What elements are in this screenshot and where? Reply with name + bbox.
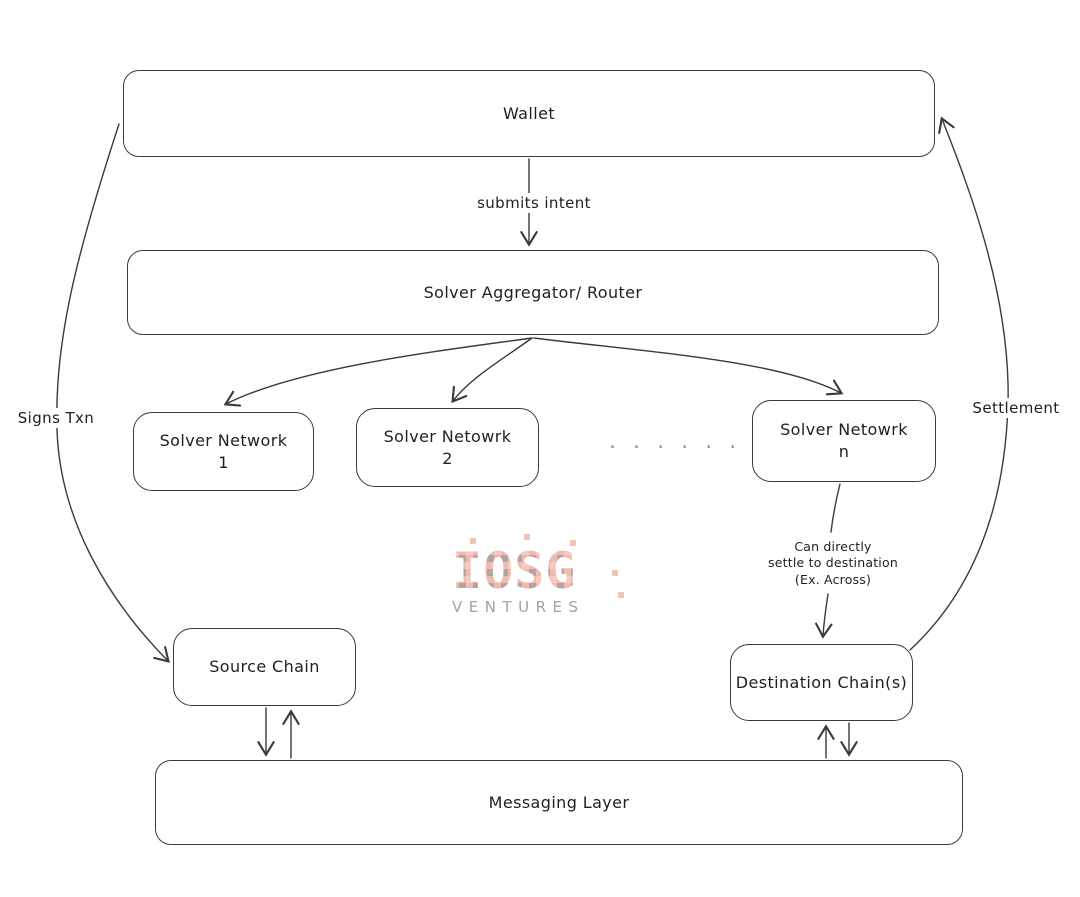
label-signs-txn: Signs Txn: [8, 408, 104, 428]
solver-networks-ellipsis: . . . . . .: [608, 434, 741, 452]
watermark-pixel: [618, 592, 624, 598]
node-solver-network-n-line2: n: [838, 442, 850, 461]
label-direct-settle: Can directly settle to destination (Ex. …: [748, 538, 918, 589]
node-solver-network-1-line2: 1: [218, 452, 229, 472]
node-source-chain-label: Source Chain: [209, 657, 320, 677]
node-destination-chains-label: Destination Chain(s): [735, 672, 908, 692]
edge-solvern-annotation-line: [830, 483, 841, 533]
label-submits-intent: submits intent: [460, 193, 608, 213]
node-solver-network-2: Solver Netowrk 2: [356, 408, 539, 487]
node-solver-network-1-line1: Solver Network: [159, 430, 288, 450]
node-wallet: Wallet: [123, 70, 935, 157]
node-destination-chains: Destination Chain(s): [730, 644, 913, 721]
edge-aggregator-to-solver1: [223, 337, 533, 407]
watermark-pixel: [470, 538, 476, 544]
node-solver-network-2-line2: 2: [442, 448, 453, 468]
label-direct-settle-line1: Can directly: [794, 539, 872, 554]
edge-aggregator-to-solvern: [533, 337, 844, 396]
label-direct-settle-line2: settle to destination: [768, 555, 898, 571]
node-solver-network-1: Solver Network 1: [133, 412, 314, 491]
watermark-pixel: [524, 534, 530, 540]
watermark-pixel: [612, 570, 618, 576]
label-settlement: Settlement: [962, 398, 1070, 418]
watermark-logo-text: IOSG: [452, 546, 622, 596]
node-solver-aggregator-router: Solver Aggregator/ Router: [127, 250, 939, 335]
node-solver-aggregator-router-label: Solver Aggregator/ Router: [423, 282, 643, 302]
node-solver-network-n: Solver Netowrk n: [752, 400, 936, 482]
iosg-watermark: IOSG VENTURES: [452, 534, 624, 616]
node-messaging-layer: Messaging Layer: [155, 760, 963, 845]
watermark-subtitle-text: VENTURES: [452, 598, 585, 616]
node-solver-network-n-line1: Solver Netowrk: [780, 420, 908, 440]
edge-annotation-to-destination: [815, 593, 833, 639]
edge-destination-settlement-to-wallet: [909, 116, 1009, 651]
node-messaging-layer-label: Messaging Layer: [488, 792, 630, 812]
node-solver-network-2-line1: Solver Netowrk: [383, 426, 512, 446]
edge-wallet-signs-txn-to-source: [56, 123, 170, 663]
watermark-pixel: [570, 540, 576, 546]
node-source-chain: Source Chain: [173, 628, 356, 706]
label-direct-settle-line3: (Ex. Across): [794, 571, 872, 587]
edge-aggregator-to-solver2: [451, 337, 533, 404]
node-wallet-label: Wallet: [502, 103, 555, 123]
